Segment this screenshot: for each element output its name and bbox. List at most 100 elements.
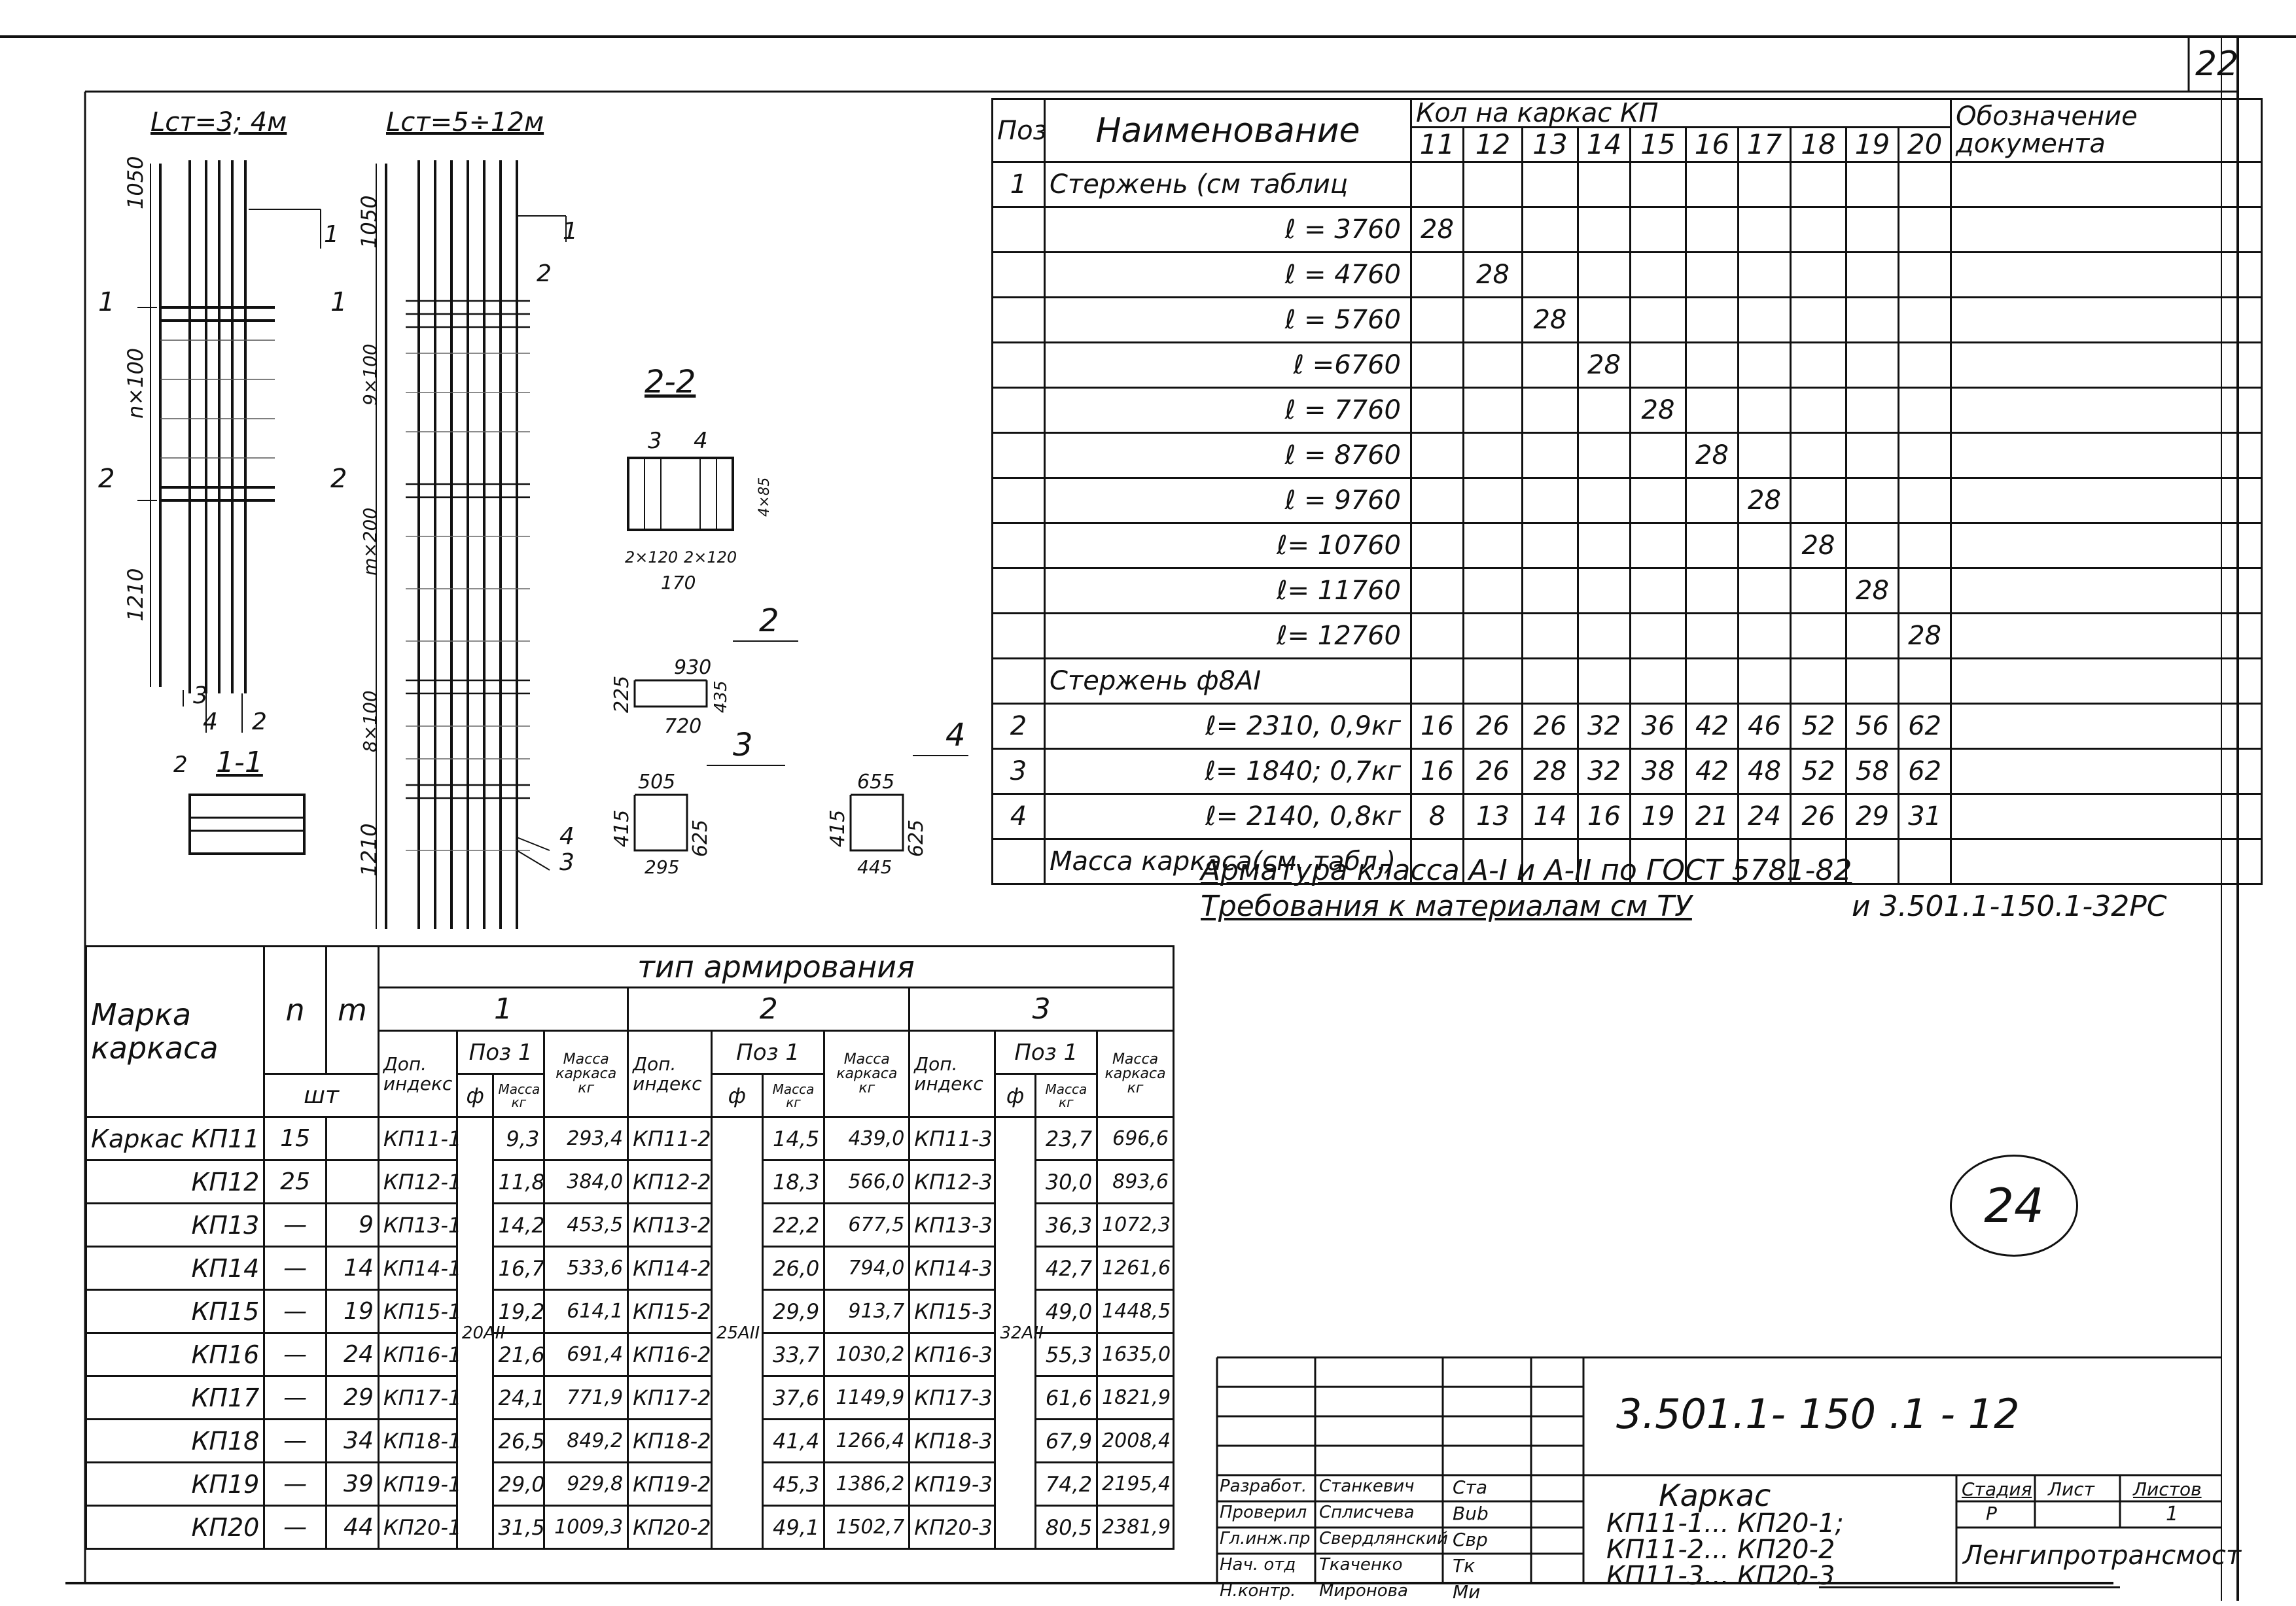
frame-m: 29 <box>325 1375 380 1420</box>
spec-qty <box>1521 341 1579 389</box>
spec-qty <box>1629 838 1687 885</box>
spec-name: Стержень (см таблиц <box>1044 161 1412 208</box>
spec-qty <box>1521 567 1579 614</box>
spec-qty <box>1410 432 1464 479</box>
unit-header: шт <box>263 1073 380 1118</box>
callout-left-4: 4 <box>203 708 218 735</box>
detail-2-right: 435 <box>711 680 731 713</box>
frame-index-1: КП17-1 <box>377 1375 461 1420</box>
detail-4-right: 625 <box>905 820 928 857</box>
section-1-1-title: 1-1 <box>216 746 263 779</box>
spec-qty: 28 <box>1897 612 1952 659</box>
callout-right-2: 2 <box>537 260 552 287</box>
sub-phi-header: ф <box>455 1073 495 1118</box>
pos-mass-2: 45,3 <box>761 1461 826 1507</box>
bar-diameter-2: 25АII <box>710 1116 764 1550</box>
spec-qty <box>1462 161 1523 208</box>
frame-n: — <box>263 1202 327 1248</box>
frame-index-2: КП18-2 <box>627 1418 713 1463</box>
spec-name: ℓ = 8760 <box>1044 432 1412 479</box>
frame-index-1: КП14-1 <box>377 1246 461 1291</box>
spec-qty <box>1521 387 1579 434</box>
spec-qty: 36 <box>1629 703 1687 750</box>
s22-dim-2: 2×120 <box>684 548 737 567</box>
detail-2-left: 225 <box>610 676 633 713</box>
frame-mass-2: 794,0 <box>823 1246 911 1291</box>
spec-qty <box>1897 522 1952 569</box>
spec-qty <box>1629 657 1687 705</box>
reinforcement-type-table: Марка каркаса n m тип армирования 1 2 3 … <box>84 945 1175 1550</box>
reinforcement-drawing: Lст=3; 4м 1050 n×100 1210 1 1 2 2 1 2 3 … <box>98 107 968 929</box>
frame-mass-2: 566,0 <box>823 1159 911 1204</box>
spec-qty <box>1897 387 1952 434</box>
pos-mass-1: 31,5 <box>492 1505 546 1550</box>
frame-index-3: КП15-3 <box>908 1289 997 1334</box>
sub-mass-pos-header: Масса кг <box>761 1073 826 1118</box>
pos-mass-2: 49,1 <box>761 1505 826 1550</box>
frame-index-2: КП17-2 <box>627 1375 713 1420</box>
spec-qty <box>1521 161 1579 208</box>
spec-qty <box>1629 567 1687 614</box>
note-line-1: Арматура класса А-I и А-II по ГОСТ 5781-… <box>1201 854 1852 887</box>
spec-qty <box>1521 477 1579 524</box>
pos-mass-2: 41,4 <box>761 1418 826 1463</box>
spec-qty <box>1790 251 1847 298</box>
frame-index-2: КП11-2 <box>627 1116 713 1161</box>
label-right-length: Lст=5÷12м <box>386 107 544 137</box>
spec-qty: 28 <box>1577 341 1631 389</box>
spec-qty <box>1790 206 1847 253</box>
role-person: Ткаченко <box>1319 1555 1403 1575</box>
sub-index-header: Доп. индекс <box>908 1030 997 1118</box>
spec-qty <box>1577 567 1631 614</box>
detail-3-right: 625 <box>689 820 712 857</box>
bar-diameter-1: 20АII <box>455 1116 505 1550</box>
spec-pos <box>991 522 1046 569</box>
spec-qty: 21 <box>1685 793 1739 840</box>
spec-qty <box>1629 612 1687 659</box>
spec-qty: 26 <box>1521 703 1579 750</box>
type-title: тип армирования <box>377 945 1175 988</box>
role-title: Гл.инж.пр <box>1220 1529 1311 1548</box>
spec-qty <box>1685 251 1739 298</box>
title-lines: Каркас КП11-1... КП20-1; КП11-2... КП20-… <box>1606 1480 1844 1589</box>
spec-qty <box>1845 522 1899 569</box>
spec-qty <box>1790 567 1847 614</box>
section-mark-1-right: 1 <box>330 287 347 317</box>
spec-doc <box>1950 612 2263 659</box>
frame-index-2: КП19-2 <box>627 1461 713 1507</box>
spec-qty <box>1577 206 1631 253</box>
spec-qty <box>1410 838 1464 885</box>
spec-qty <box>1845 387 1899 434</box>
spec-qty <box>1845 432 1899 479</box>
detail-2-pos: 2 <box>759 602 779 639</box>
spec-qty <box>1577 657 1631 705</box>
detail-3-left: 415 <box>610 810 633 847</box>
spec-qty <box>1845 296 1899 343</box>
sub-mass-frame-header: Масса каркаса кг <box>1096 1030 1174 1118</box>
spec-qty <box>1577 296 1631 343</box>
frame-index-1: КП19-1 <box>377 1461 461 1507</box>
pos-mass-2: 37,6 <box>761 1375 826 1420</box>
spec-qty <box>1845 161 1899 208</box>
spec-qty <box>1462 341 1523 389</box>
note-line-2b: и 3.501.1-150.1-32РС <box>1852 890 2167 923</box>
frame-index-3: КП14-3 <box>908 1246 997 1291</box>
title-line-1: Каркас <box>1659 1478 1771 1513</box>
spec-pos: 2 <box>991 703 1046 750</box>
frame-m: 9 <box>325 1202 380 1248</box>
spec-qty <box>1685 296 1739 343</box>
detail-4-top: 655 <box>857 771 894 794</box>
spec-doc <box>1950 703 2263 750</box>
spec-qty <box>1410 161 1464 208</box>
spec-name: ℓ= 12760 <box>1044 612 1412 659</box>
spec-qty <box>1845 657 1899 705</box>
sheets-label: Листов <box>2133 1478 2202 1500</box>
frame-index-1: КП20-1 <box>377 1505 461 1550</box>
frame-index-3: КП19-3 <box>908 1461 997 1507</box>
spec-qty <box>1685 387 1739 434</box>
frame-m: 39 <box>325 1461 380 1507</box>
pos-mass-3: 36,3 <box>1034 1202 1099 1248</box>
spec-pos <box>991 296 1046 343</box>
